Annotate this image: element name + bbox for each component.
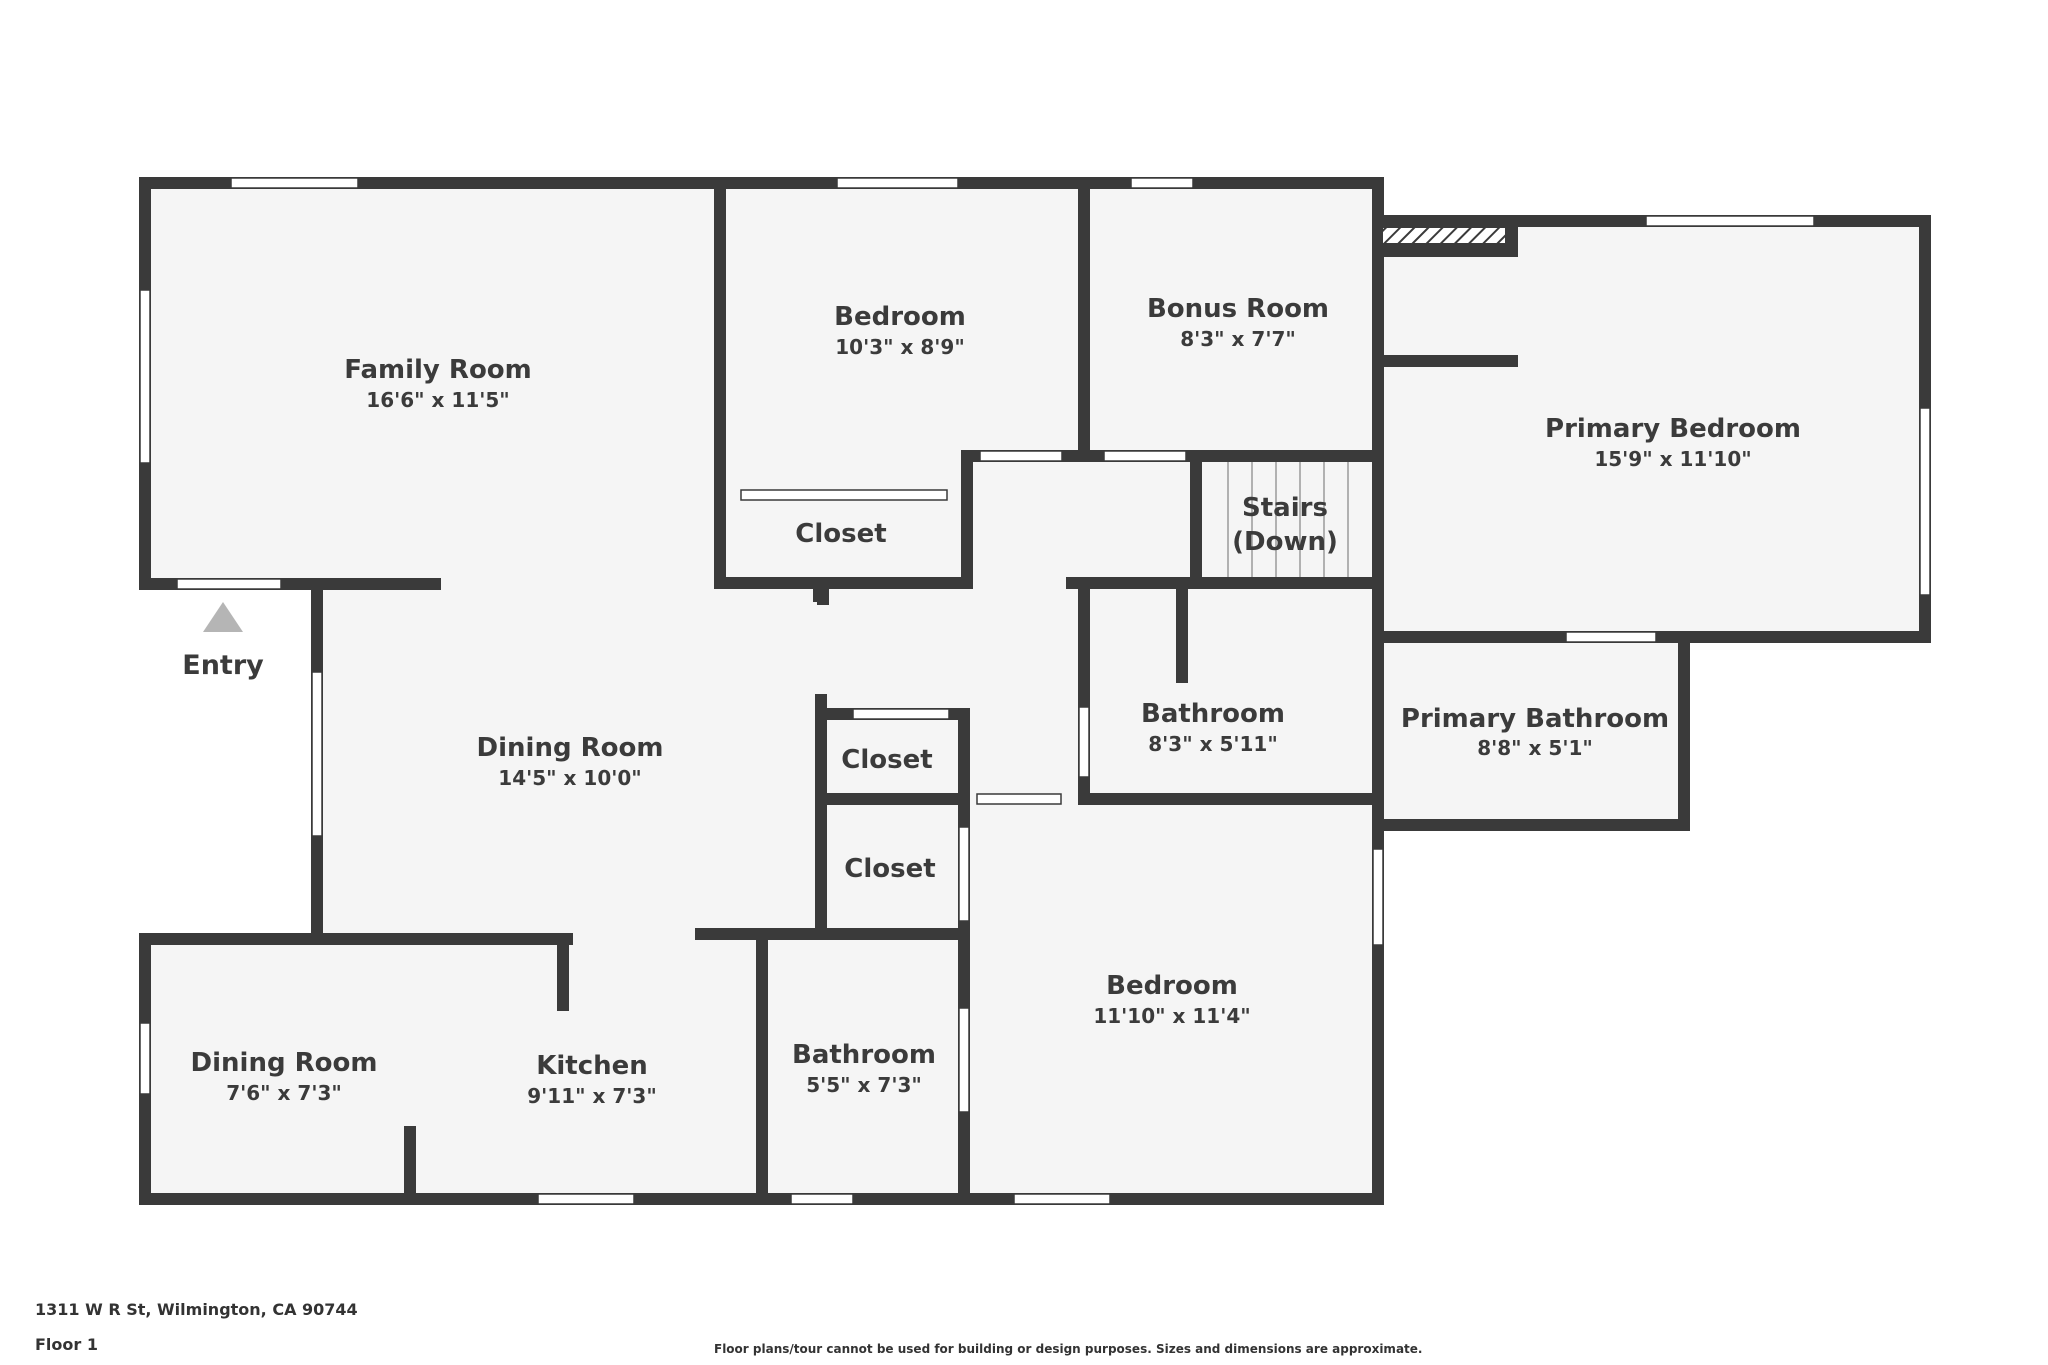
windows [139,177,1931,1205]
floor-label: Floor 1 [35,1335,98,1354]
room-name-bathroom-2: Bathroom [792,1040,936,1070]
room-name-primary-bedroom: Primary Bedroom [1545,414,1801,444]
exterior-area [139,183,2048,1225]
room-name-dining-room-2: Dining Room [191,1048,378,1078]
entry-arrow-icon [203,602,243,632]
room-name-stairs-down: (Down) [1232,527,1338,557]
room-dims-dining-room-1: 14'5" x 10'0" [498,766,641,790]
room-dims-primary-bedroom: 15'9" x 11'10" [1594,447,1751,471]
room-dims-bathroom-2: 5'5" x 7'3" [806,1073,922,1097]
room-name-bathroom-1: Bathroom [1141,699,1285,729]
stairs-treads [1227,462,1349,577]
room-dims-bonus-room: 8'3" x 7'7" [1180,327,1296,351]
room-name-closet-3: Closet [844,854,935,884]
room-name-bedroom-2: Bedroom [1106,971,1238,1001]
room-name-dining-room-1: Dining Room [477,733,664,763]
room-dims-family-room: 16'6" x 11'5" [366,388,509,412]
disclaimer-text: Floor plans/tour cannot be used for buil… [714,1342,1423,1356]
room-name-kitchen: Kitchen [536,1051,648,1081]
room-labels: Family Room 16'6" x 11'5" Bedroom 10'3" … [191,294,1801,1108]
property-address: 1311 W R St, Wilmington, CA 90744 [35,1300,358,1319]
room-dims-primary-bathroom: 8'8" x 5'1" [1477,736,1593,760]
room-name-closet-1: Closet [795,519,886,549]
room-name-closet-2: Closet [841,745,932,775]
room-dims-dining-room-2: 7'6" x 7'3" [226,1081,342,1105]
room-dims-bedroom-1: 10'3" x 8'9" [835,335,965,359]
room-name-stairs: Stairs [1242,493,1328,523]
fireplace-hatch [1381,226,1507,245]
room-name-family-room: Family Room [344,355,532,385]
room-dims-bathroom-1: 8'3" x 5'11" [1148,732,1278,756]
room-name-primary-bathroom: Primary Bathroom [1401,704,1669,734]
room-name-bonus-room: Bonus Room [1147,294,1329,324]
room-dims-kitchen: 9'11" x 7'3" [527,1084,657,1108]
room-dims-bedroom-2: 11'10" x 11'4" [1093,1004,1250,1028]
entry-label: Entry [182,650,264,681]
room-name-bedroom-1: Bedroom [834,302,966,332]
